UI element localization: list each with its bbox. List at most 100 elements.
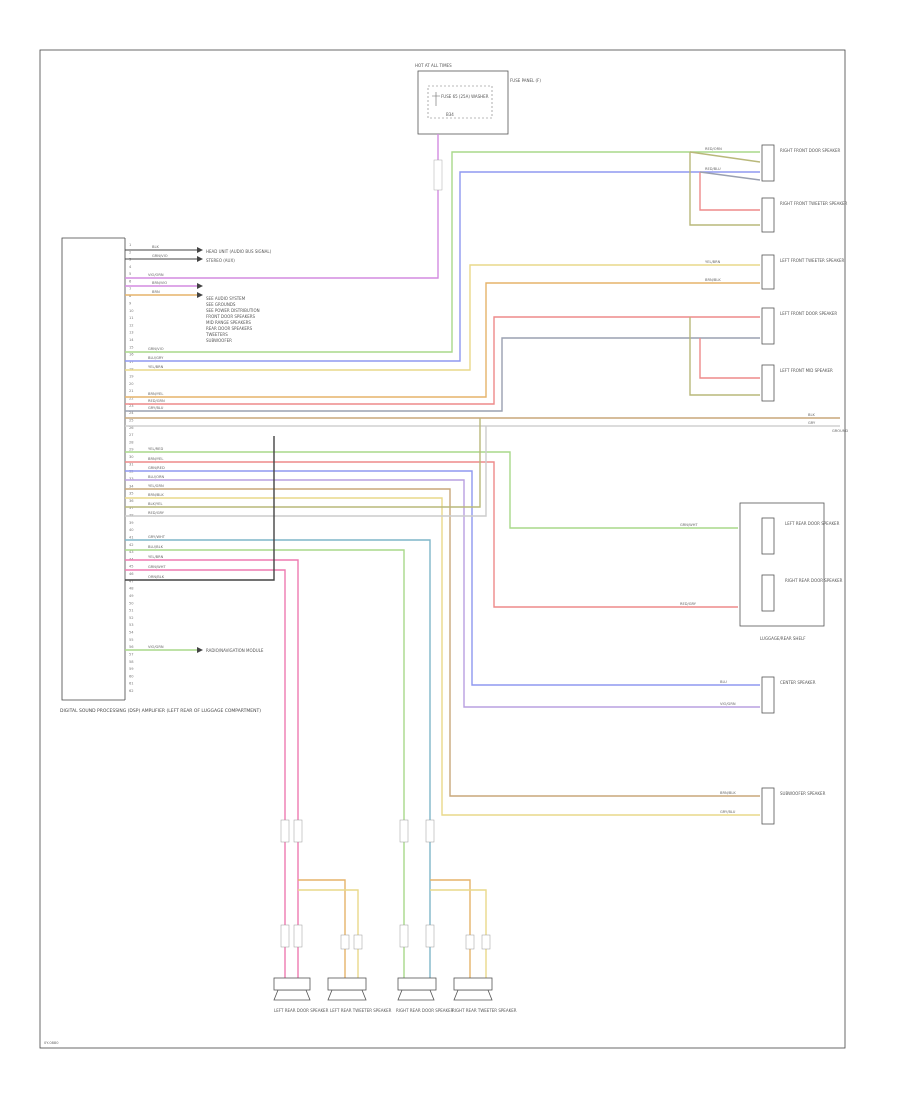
- speaker-label: LEFT FRONT TWEETER SPEAKER: [780, 258, 844, 263]
- pin-number: 56: [129, 645, 134, 649]
- fuse-inner-box: [427, 85, 493, 119]
- block-note-1: MID RANGE SPEAKERS: [206, 320, 251, 325]
- diagram-frame: [39, 49, 846, 1049]
- left-note-0: SEE AUDIO SYSTEM: [206, 296, 246, 301]
- block-note-3: TWEETERS: [205, 332, 228, 337]
- speaker-label: SUBWOOFER SPEAKER: [780, 791, 826, 796]
- pin-number: 52: [129, 616, 134, 620]
- pin-number: 53: [129, 623, 134, 627]
- wire-green-top: [125, 151, 760, 353]
- speaker-icon: RIGHT FRONT DOOR SPEAKER: [761, 144, 841, 182]
- speaker-label: RIGHT REAR DOOR SPEAKER: [396, 1008, 454, 1013]
- wl-row-5: BRN/BLK: [148, 493, 164, 497]
- fuse-panel-label: FUSE PANEL (F): [510, 78, 541, 83]
- wl-row-11: GRN/WHT: [148, 565, 166, 569]
- fuse-symbol: [432, 92, 440, 106]
- wl-rr-2: BLK: [808, 413, 815, 417]
- arrow-icon: [197, 647, 203, 653]
- wl-row-13: VIO/GRN: [148, 645, 164, 649]
- wl-row-7: RED/GRY: [148, 511, 165, 515]
- pin-number: 31: [129, 462, 134, 466]
- pin-number: 16: [129, 353, 134, 357]
- pin-number: 30: [129, 455, 134, 459]
- luggage-box: [739, 502, 825, 627]
- wire-yellow-top: [125, 264, 760, 371]
- wl-mr-4: BRN/BLK: [720, 791, 736, 795]
- left-note-2: SEE POWER DISTRIBUTION: [206, 308, 260, 313]
- pin-number: 20: [129, 382, 134, 386]
- pin-number: 39: [129, 521, 134, 525]
- pin-number: 47: [129, 579, 134, 583]
- pin-number: 23: [129, 404, 134, 408]
- left-out-3: BRN: [152, 290, 160, 294]
- speaker-icon: LEFT REAR TWEETER SPEAKER: [327, 977, 392, 1013]
- wl-mr-2: BLU: [720, 680, 727, 684]
- pin-number: 14: [129, 338, 134, 342]
- pin-number: 35: [129, 492, 134, 496]
- wl-mr-5: GRY/BLU: [720, 810, 736, 814]
- wl-row-2: GRN/RED: [148, 466, 165, 470]
- grounds-note: RADIO/NAVIGATION MODULE: [206, 648, 264, 653]
- pin-number: 22: [129, 397, 134, 401]
- left-outputs: BLK GRN/VIO BRN/VIO BRN HEAD UNIT (AUDIO…: [125, 245, 272, 343]
- wl-yellow-top: YEL/BRN: [148, 365, 164, 369]
- pin-number: 15: [129, 345, 134, 349]
- pin-number: 41: [129, 536, 134, 540]
- pin-number: 28: [129, 440, 134, 444]
- left-out-1: GRN/VIO: [152, 254, 168, 258]
- wl-row-10: YEL/BRN: [148, 555, 164, 559]
- fuse-block: HOT AT ALL TIMES FUSE PANEL (F) FUSE 65 …: [415, 63, 541, 135]
- pin-number: 46: [129, 572, 134, 576]
- pin-number: 60: [129, 674, 134, 678]
- speaker-icon: SUBWOOFER SPEAKER: [761, 787, 826, 825]
- pin-number: 40: [129, 528, 134, 532]
- module-pin-numbers: 1234567891011121314151617181920212223242…: [129, 243, 134, 693]
- wl-row-6: BLK/YEL: [148, 502, 163, 506]
- speaker-label: RIGHT FRONT TWEETER SPEAKER: [780, 201, 848, 206]
- arrow-icon: [197, 256, 203, 262]
- speaker-icon: LEFT FRONT DOOR SPEAKER: [761, 307, 837, 345]
- pin-number: 49: [129, 594, 134, 598]
- pin-number: 33: [129, 477, 134, 481]
- pin-number: 27: [129, 433, 134, 437]
- wl-rr-1: BRN/BLK: [705, 278, 721, 282]
- pin-number: 61: [129, 682, 134, 686]
- pin-number: 43: [129, 550, 134, 554]
- pin-number: 13: [129, 331, 134, 335]
- speaker-label: LEFT REAR DOOR SPEAKER: [785, 521, 840, 526]
- wire-orange-top: [125, 282, 760, 398]
- left-conn-1: STEREO (AUX): [206, 258, 235, 263]
- speaker-label: LEFT FRONT DOOR SPEAKER: [780, 311, 837, 316]
- wires: [125, 134, 840, 980]
- wire-labels: VIO/ORN GRN/VIO BLU/GRY YEL/BRN BRN/YEL …: [148, 147, 816, 814]
- luggage-caption: LUGGAGE/REAR SHELF: [760, 636, 806, 641]
- wl-orange-top: BRN/YEL: [148, 392, 163, 396]
- pin-number: 48: [129, 587, 134, 591]
- pin-number: 37: [129, 506, 134, 510]
- module-caption: DIGITAL SOUND PROCESSING (DSP) AMPLIFIER…: [60, 708, 261, 714]
- wl-row-0: YEL/RED: [148, 447, 163, 451]
- pin-number: 24: [129, 411, 134, 415]
- pin-number: 21: [129, 389, 134, 393]
- block-note-0: FRONT DOOR SPEAKERS: [206, 314, 256, 319]
- pin-number: 9: [129, 302, 132, 306]
- pin-number: 1: [129, 243, 131, 247]
- speaker-icon: LEFT REAR DOOR SPEAKER: [273, 977, 329, 1013]
- pin-number: 29: [129, 448, 134, 452]
- fuse-title: HOT AT ALL TIMES: [415, 63, 452, 68]
- wl-grey-top: GRY/BLU: [148, 406, 164, 410]
- wl-red-top: RED/GRN: [148, 399, 165, 403]
- speaker-label: RIGHT REAR TWEETER SPEAKER: [452, 1008, 517, 1013]
- wl-rt-1: RED/BLU: [705, 167, 721, 171]
- wl-green-top: GRN/VIO: [148, 347, 164, 351]
- speaker-label: RIGHT FRONT DOOR SPEAKER: [780, 148, 841, 153]
- pin-number: 4: [129, 265, 132, 269]
- arrow-icon: [197, 283, 203, 289]
- block-note-2: REAR DOOR SPEAKERS: [206, 326, 253, 331]
- left-conn-0: HEAD UNIT (AUDIO BUS SIGNAL): [206, 249, 272, 254]
- pin-number: 59: [129, 667, 134, 671]
- fuse-terminal: B34: [446, 112, 454, 117]
- pin-number: 11: [129, 316, 134, 320]
- module-outline: [61, 237, 125, 701]
- wire-red-top: [125, 316, 760, 405]
